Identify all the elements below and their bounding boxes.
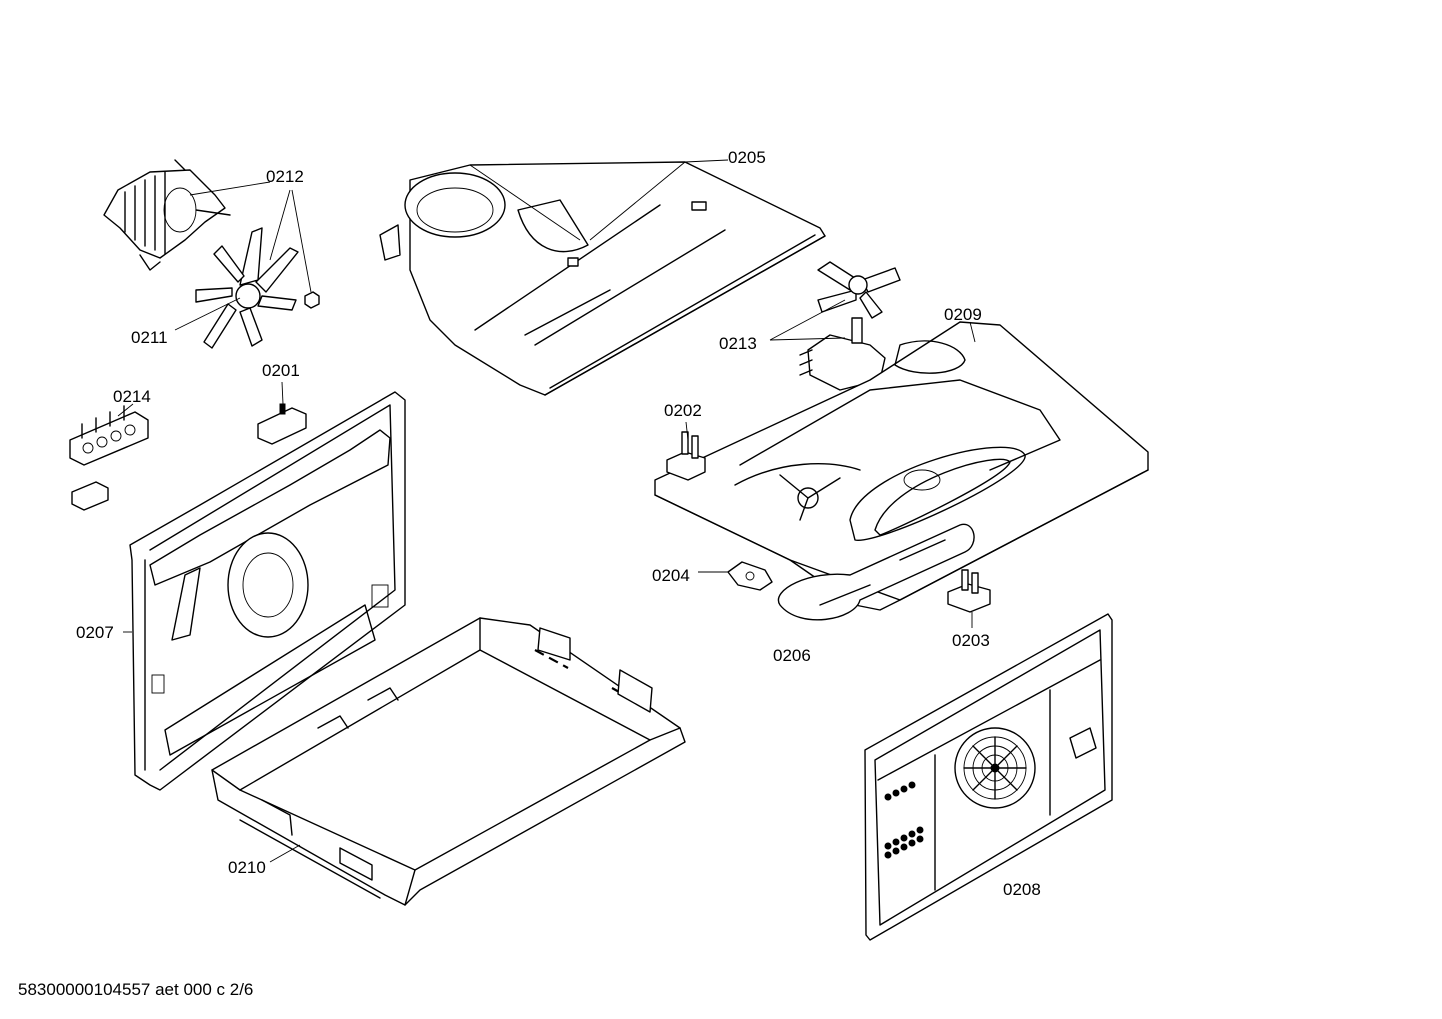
- part-0206-sensor-bracket: [777, 523, 975, 621]
- label-0208: 0208: [1003, 880, 1041, 899]
- part-0213-cooling-fan-motor: [769, 261, 901, 391]
- part-0205-air-duct: [379, 159, 826, 396]
- label-0201: 0201: [262, 361, 300, 380]
- part-labels: 0212 0205 0211 0213 0209 0201 0214 0202 …: [76, 148, 1041, 899]
- part-0210-frame: [211, 617, 686, 906]
- part-0214-terminal-block: [69, 403, 149, 511]
- part-0207-back-wall: [123, 391, 406, 791]
- label-0211: 0211: [131, 328, 168, 347]
- label-0206: 0206: [773, 646, 811, 665]
- part-0209-base-plate: [654, 321, 1149, 611]
- part-0202-thermostat: [666, 421, 706, 481]
- label-0213: 0213: [719, 334, 757, 353]
- document-code: 58300000104557 aet 000 c 2/6: [18, 980, 254, 999]
- part-0201-connector: [257, 381, 307, 445]
- part-0212-fan-motor: [103, 159, 320, 309]
- label-0205: 0205: [728, 148, 766, 167]
- label-0210: 0210: [228, 858, 266, 877]
- label-0207: 0207: [76, 623, 114, 642]
- part-0203-thermostat: [947, 569, 991, 628]
- part-0211-fan-impeller: [174, 227, 299, 349]
- label-0204: 0204: [652, 566, 690, 585]
- label-0209: 0209: [944, 305, 982, 324]
- part-0204-clip: [698, 561, 773, 591]
- label-0203: 0203: [952, 631, 990, 650]
- part-0208-front-panel: [864, 613, 1113, 941]
- label-0212: 0212: [266, 167, 304, 186]
- label-0202: 0202: [664, 401, 702, 420]
- label-0214: 0214: [113, 387, 151, 406]
